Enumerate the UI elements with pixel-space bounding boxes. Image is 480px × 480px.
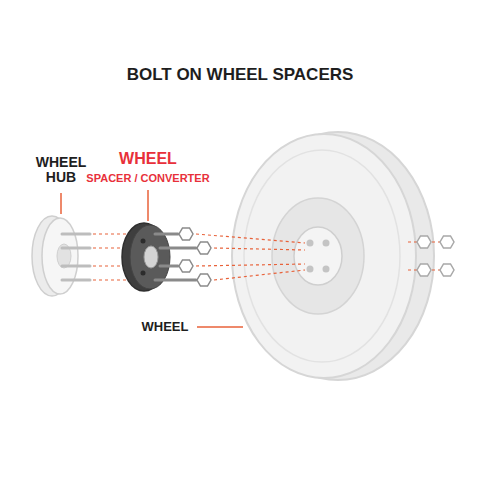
part-label: WHEEL <box>88 150 208 168</box>
tire-face <box>232 134 416 378</box>
stud <box>62 233 90 236</box>
guide-line <box>214 248 305 250</box>
guide-line <box>196 234 305 243</box>
stud <box>160 265 178 268</box>
part-label: SPACER / CONVERTER <box>70 172 226 184</box>
lug-nuts <box>417 236 454 276</box>
lug-nut <box>417 264 431 276</box>
lug-nut <box>179 228 193 240</box>
hub-face <box>42 218 78 294</box>
spacer-bore <box>144 246 158 268</box>
lug-hole <box>307 240 314 247</box>
lug-nut <box>417 236 431 248</box>
lug-hole <box>307 266 314 273</box>
rim <box>272 198 364 314</box>
guide-line <box>432 241 440 242</box>
lug-holes <box>307 240 330 273</box>
lug-nuts <box>179 228 211 286</box>
part-label: WHEEL HUB <box>26 155 96 186</box>
guide-line <box>214 270 305 280</box>
leader-line <box>60 193 62 214</box>
hub-studs <box>62 234 90 280</box>
wheel-hub-face <box>294 227 342 285</box>
lug-hole <box>323 240 330 247</box>
guide-line <box>432 269 440 270</box>
stud <box>155 233 178 236</box>
stud <box>62 247 90 250</box>
hole <box>141 239 146 244</box>
stud <box>160 247 196 250</box>
part-label: WHEEL <box>136 320 194 334</box>
diagram-title: BOLT ON WHEEL SPACERS <box>0 66 480 85</box>
spacer-studs <box>155 234 196 280</box>
leader-line <box>147 190 149 221</box>
spacer-holes <box>141 239 146 276</box>
tire-sidewall <box>244 150 400 362</box>
lug-nut <box>197 274 211 286</box>
lug-nut <box>440 236 454 248</box>
lug-hole <box>323 266 330 273</box>
leader-lines <box>61 190 243 327</box>
stud <box>62 265 90 268</box>
guide-line <box>196 264 305 266</box>
stud <box>62 279 90 282</box>
guide-lines <box>196 234 440 280</box>
hole <box>141 271 146 276</box>
lug-nut <box>197 242 211 254</box>
leader-line <box>197 326 243 328</box>
lug-nut <box>179 260 193 272</box>
stud <box>155 279 196 282</box>
lug-nut <box>440 264 454 276</box>
